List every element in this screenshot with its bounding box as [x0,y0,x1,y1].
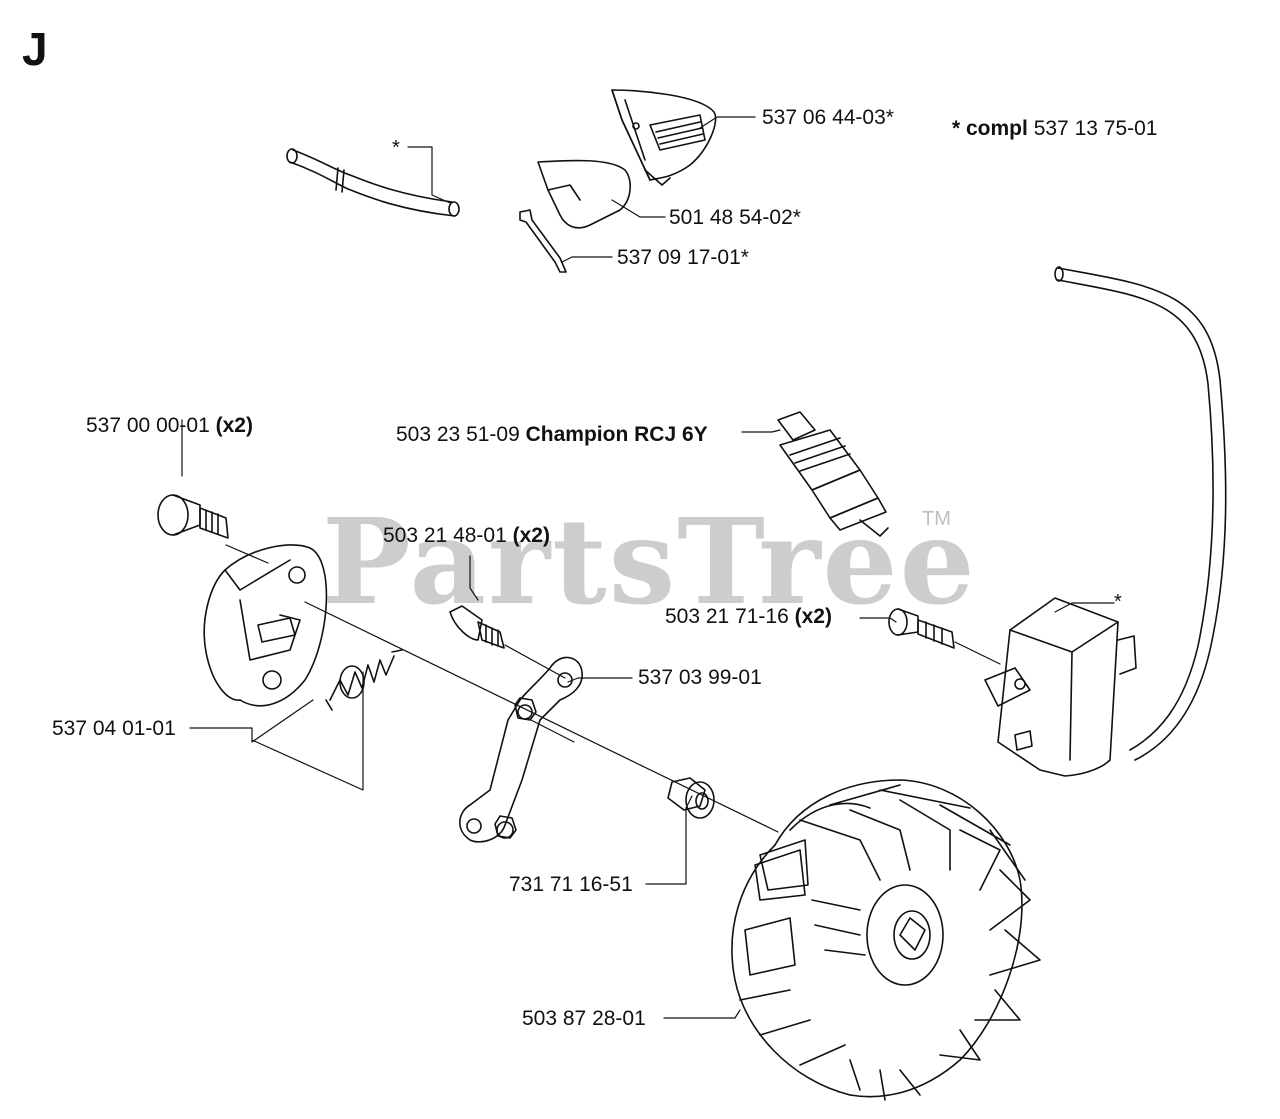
note-complete-set: * compl 537 13 75-01 [952,117,1158,140]
label-screw-a: 503 21 48-01 (x2) [383,524,550,547]
watermark-text: PartsTree [322,492,977,631]
ignition-module-part [984,597,1137,777]
label-shoulder-screw: 537 00 00-01 (x2) [86,414,253,437]
label-fuel-hose: * [392,137,400,159]
label-cover-top: 537 06 44-03* [762,106,894,129]
shoulder-screw-part [157,494,229,539]
label-wire-clip: 537 09 17-01* [617,246,749,269]
trademark-mark: TM [922,508,951,530]
label-flywheel: 503 87 28-01 [522,1007,646,1030]
label-lever: 537 03 99-01 [638,666,762,689]
spark-plug-part [777,411,889,537]
label-screw-b: 503 21 71-16 (x2) [665,605,832,628]
screw-b-part [888,608,955,649]
clutch-part [203,544,328,707]
cover-plate-part [537,159,631,229]
label-spark-plug: 503 23 51-09 Champion RCJ 6Y [396,423,708,446]
ignition-lead-part [1054,266,1227,761]
page-letter: J [22,23,48,75]
lever-part [459,656,583,843]
cover-top-part [611,89,717,186]
label-module-star: * [1114,591,1122,613]
label-nut: 731 71 16-51 [509,873,633,896]
clutch-spring-part [325,649,403,711]
flat-screw-part [449,605,505,649]
nut-part [667,777,715,819]
label-clutch: 537 04 01-01 [52,717,176,740]
label-cover-plate: 501 48 54-02* [669,206,801,229]
wire-clip-part [519,209,567,273]
flywheel-part [731,779,1041,1101]
fuel-hose-part [286,148,460,217]
